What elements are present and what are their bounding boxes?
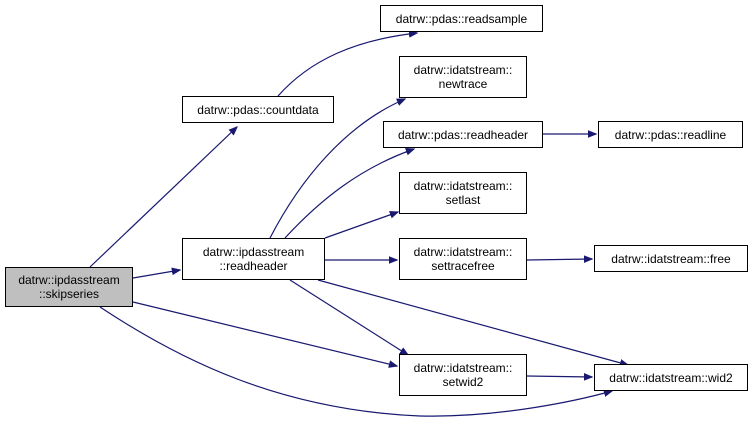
edge-readheader-to-wid2 xyxy=(317,279,628,365)
edge-skipseries-to-readheader xyxy=(132,270,180,279)
edge-setwid2-to-wid2 xyxy=(526,376,592,377)
node-label-line-2: setwid2 xyxy=(442,375,484,389)
node-label-line-2: ::readheader xyxy=(219,259,288,273)
edge-skipseries-to-wid2 xyxy=(99,306,612,417)
node-idatstream-setwid2[interactable]: datrw::idatstream:: setwid2 xyxy=(399,354,527,396)
node-pdas-readline[interactable]: datrw::pdas::readline xyxy=(598,121,743,148)
node-label-line-1: datrw::idatstream:: xyxy=(413,63,513,77)
edge-readheader-to-newtrace xyxy=(269,99,405,239)
node-idatstream-settracefree[interactable]: datrw::idatstream:: settracefree xyxy=(399,238,527,280)
node-label-line-1: datrw::idatstream:: xyxy=(413,179,513,193)
node-label-line-2: setlast xyxy=(445,193,481,207)
node-label-line-1: datrw::idatstream:: xyxy=(413,361,513,375)
node-label: datrw::pdas::readline xyxy=(614,127,727,142)
node-label: datrw::pdas::countdata xyxy=(197,102,319,117)
edges xyxy=(89,33,628,417)
node-idatstream-setlast[interactable]: datrw::idatstream:: setlast xyxy=(399,172,527,214)
node-label: datrw::idatstream::wid2 xyxy=(609,370,733,385)
node-ipdasstream-readheader[interactable]: datrw::ipdasstream ::readheader xyxy=(182,238,325,280)
node-label: datrw::pdas::readsample xyxy=(395,11,528,26)
edge-skipseries-to-setwid2 xyxy=(132,301,397,366)
node-idatstream-wid2[interactable]: datrw::idatstream::wid2 xyxy=(594,364,748,391)
node-label-line-2: ::skipseries xyxy=(38,287,100,301)
edge-readheader-to-pdasreadheader xyxy=(284,149,414,239)
node-label-line-2: newtrace xyxy=(438,77,488,91)
node-label-line-1: datrw::ipdasstream xyxy=(18,273,120,287)
node-label: datrw::idatstream::free xyxy=(611,251,731,266)
edge-readheader-to-setwid2 xyxy=(289,279,408,355)
node-label: datrw::pdas::readheader xyxy=(397,127,529,142)
node-label-line-2: settracefree xyxy=(431,259,495,273)
node-pdas-countdata[interactable]: datrw::pdas::countdata xyxy=(182,96,334,123)
edge-countdata-to-readsample xyxy=(277,33,417,97)
node-idatstream-free[interactable]: datrw::idatstream::free xyxy=(594,245,748,272)
node-label-line-1: datrw::ipdasstream xyxy=(202,245,305,259)
edge-skipseries-to-countdata xyxy=(89,127,237,268)
node-idatstream-newtrace[interactable]: datrw::idatstream:: newtrace xyxy=(399,56,527,98)
edge-settracefree-to-free xyxy=(526,259,592,260)
edge-readheader-to-setlast xyxy=(324,212,398,239)
node-pdas-readsample[interactable]: datrw::pdas::readsample xyxy=(380,5,543,32)
node-label-line-1: datrw::idatstream:: xyxy=(413,245,513,259)
node-ipdasstream-skipseries[interactable]: datrw::ipdasstream ::skipseries xyxy=(5,267,133,307)
node-pdas-readheader[interactable]: datrw::pdas::readheader xyxy=(383,121,543,148)
